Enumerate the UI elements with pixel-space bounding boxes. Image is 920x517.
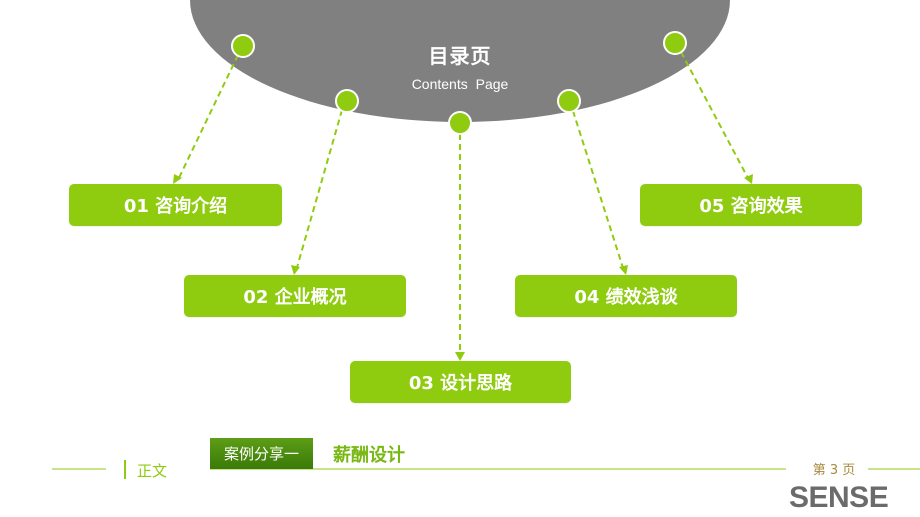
arrow-down-icon bbox=[744, 174, 753, 184]
node-dot-4 bbox=[557, 89, 581, 113]
page-number: 第 3 页 bbox=[812, 463, 856, 478]
arrow-down-icon bbox=[173, 174, 182, 184]
page-title: 目录页 bbox=[428, 44, 492, 68]
section-tag: 正文 bbox=[137, 462, 168, 480]
brand-logo: SENSE bbox=[789, 481, 889, 514]
toc-item-design-approach[interactable]: 03 设计思路 bbox=[350, 361, 571, 403]
connector-line-5 bbox=[680, 51, 750, 181]
toc-item-consulting-results[interactable]: 05 咨询效果 bbox=[640, 184, 862, 226]
arrow-down-icon bbox=[291, 265, 300, 275]
arrow-down-icon bbox=[455, 352, 465, 361]
node-dot-1 bbox=[231, 34, 255, 58]
node-dot-3 bbox=[448, 111, 472, 135]
header-semicircle bbox=[190, 0, 730, 122]
connector-line-4 bbox=[572, 110, 625, 272]
toc-item-company-overview[interactable]: 02 企业概况 bbox=[184, 275, 406, 317]
connector-line-2 bbox=[295, 109, 343, 272]
page-subtitle: Contents Page bbox=[411, 76, 509, 92]
node-dot-5 bbox=[663, 31, 687, 55]
node-dot-2 bbox=[335, 89, 359, 113]
connector-line-1 bbox=[177, 54, 239, 181]
case-title: 薪酬设计 bbox=[333, 445, 405, 466]
arrow-down-icon bbox=[619, 265, 628, 275]
case-label: 案例分享一 bbox=[210, 438, 313, 469]
toc-item-consulting-intro[interactable]: 01 咨询介绍 bbox=[69, 184, 282, 226]
toc-item-performance-talk[interactable]: 04 绩效浅谈 bbox=[515, 275, 737, 317]
